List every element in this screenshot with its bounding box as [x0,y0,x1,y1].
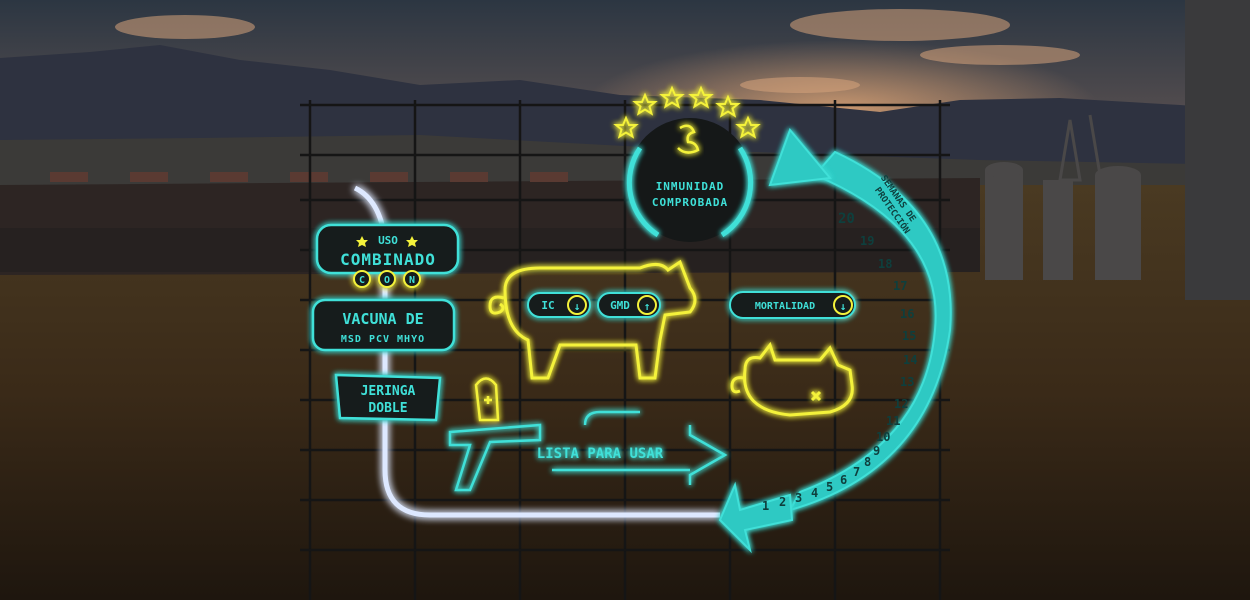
week-number: 6 [840,473,847,487]
week-number: 4 [811,486,818,500]
week-number: 13 [900,375,914,389]
star-icon [613,115,639,139]
protection-arc: SEMANAS DE PROTECCIÓN 1 2 3 4 5 6 7 8 9 … [718,128,952,554]
con-letter: C [359,275,365,286]
week-number: 15 [902,329,916,343]
immunity-line2: COMPROBADA [652,196,728,209]
star-icon [632,92,658,116]
ic-label: IC [541,299,554,312]
pig-icon [488,259,697,380]
syringe-line1: JERINGA [361,384,416,399]
silo-structure [1058,114,1102,182]
uso-label: USO [378,234,398,247]
arrow-head-top [768,128,832,187]
immunity-line1: INMUNIDAD [656,180,725,193]
week-number: 19 [860,234,874,248]
combined-use-panel: USO COMBINADO C O N [315,223,460,288]
con-letter: O [384,275,390,286]
vaccine-line2: MSD PCV MHYO [341,334,425,345]
star-icon [735,115,761,139]
week-number: 12 [894,397,908,411]
ic-arrow-icon: ↓ [574,300,581,313]
week-number: 20 [838,211,855,227]
flexed-arm-icon [677,124,700,154]
immunity-badge: INMUNIDAD COMPROBADA [626,118,754,242]
mortality-label: MORTALIDAD [755,301,815,312]
silos [985,0,1250,300]
week-number: 17 [893,279,907,293]
week-number: 2 [779,495,786,509]
week-numbers: 1 2 3 4 5 6 7 8 9 10 11 12 13 14 15 16 1… [762,211,917,513]
star-icon [659,85,685,109]
week-number: 7 [853,465,860,479]
mortality-badge: MORTALIDAD ↓ [729,291,856,319]
dead-pig-icon [730,341,854,417]
star-icon [715,94,741,118]
syringe-panel: JERINGA DOBLE [334,373,442,422]
week-number: 11 [886,414,900,428]
five-stars [613,85,761,139]
combinado-label: COMBINADO [340,250,436,269]
week-number: 8 [864,455,871,469]
vaccine-line1: VACUNA DE [342,310,423,328]
white-neon-tube [353,185,720,518]
pig-metrics: IC ↓ GMD ↑ [527,292,661,318]
star-icon [688,85,714,109]
week-number: 14 [903,353,917,367]
week-number: 9 [873,444,880,458]
vaccine-panel: VACUNA DE MSD PCV MHYO [311,298,456,352]
syringe-line2: DOBLE [368,401,407,416]
ready-label: LISTA PARA USAR [537,446,664,462]
con-letter: N [409,275,415,286]
star-icon [406,236,418,247]
week-number: 16 [900,307,914,321]
syringe-gun-icon [448,377,542,492]
gmd-arrow-icon: ↑ [644,300,651,313]
mortality-arrow-icon: ↓ [840,300,847,313]
arrow-head-bottom [718,481,794,554]
gmd-label: GMD [610,299,630,312]
week-number: 18 [878,257,892,271]
ready-to-use-arrow: LISTA PARA USAR [537,410,728,485]
week-number: 5 [826,480,833,494]
week-number: 1 [762,499,769,513]
week-number: 10 [876,430,890,444]
star-icon [356,236,368,247]
clouds [115,9,1080,93]
billboard-grid [300,100,950,600]
week-number: 3 [795,491,802,505]
